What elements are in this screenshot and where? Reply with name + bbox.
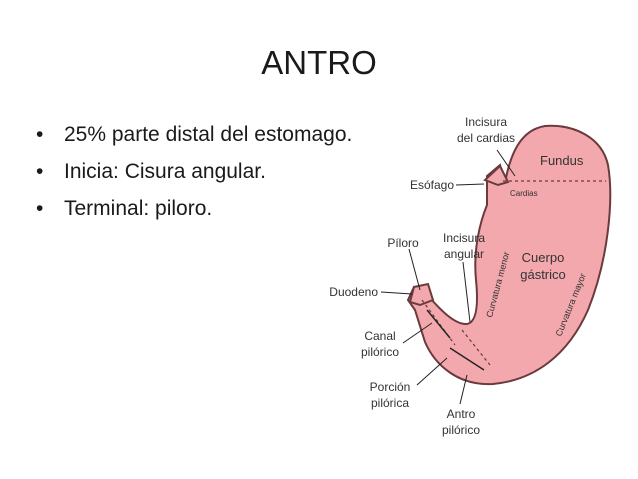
- leader-line: [496, 149, 516, 177]
- label-incisura-cardias: del cardias: [457, 131, 515, 145]
- leader-line: [380, 291, 413, 295]
- label-cuerpo: gástrico: [520, 267, 566, 282]
- bullet-text: 25% parte distal del estomago.: [64, 123, 353, 146]
- stomach-shape: [406, 124, 612, 386]
- label-cuerpo: Cuerpo: [522, 250, 565, 265]
- label-esofago: Esófago: [410, 178, 454, 192]
- bullet-item: • Inicia: Cisura angular.: [36, 155, 352, 189]
- bullet-dot: •: [36, 197, 44, 220]
- stomach-diagram: Incisura del cardias Fundus Esófago Card…: [329, 115, 612, 437]
- label-incisura-angular: angular: [444, 247, 484, 261]
- bullet-text: Inicia: Cisura angular.: [64, 160, 266, 183]
- label-antro-pilorico: pilórico: [442, 423, 480, 437]
- label-canal-pilorico: pilórico: [361, 345, 399, 359]
- leader-line: [416, 357, 448, 386]
- label-cardias: Cardias: [510, 189, 538, 198]
- bullet-dot: •: [36, 123, 44, 146]
- bullet-list: • 25% parte distal del estomago. • Inicia:…: [36, 118, 352, 229]
- leader-line: [455, 183, 485, 186]
- esophagus-shape: [483, 164, 510, 187]
- leader-line: [462, 261, 471, 323]
- bullet-text: Terminal: piloro.: [64, 197, 213, 220]
- bullet-dot: •: [36, 160, 44, 183]
- bullet-item: • 25% parte distal del estomago.: [36, 118, 352, 152]
- label-incisura-cardias: Incisura: [465, 115, 507, 129]
- leader-line: [408, 248, 421, 291]
- label-duodeno: Duodeno: [329, 285, 378, 299]
- leader-line: [402, 322, 433, 344]
- label-incisura-angular: Incisura: [443, 231, 485, 245]
- leader-line: [459, 374, 468, 405]
- label-fundus: Fundus: [540, 153, 584, 168]
- label-piloro: Píloro: [387, 236, 419, 250]
- slide-title: ANTRO: [261, 44, 377, 81]
- label-porcion-pilorica: Porción: [370, 380, 411, 394]
- label-canal-pilorico: Canal: [364, 329, 395, 343]
- arrow-line: [449, 347, 485, 371]
- label-antro-pilorico: Antro: [447, 407, 476, 421]
- arrow-line: [426, 309, 451, 339]
- pyloric-line: [461, 329, 491, 366]
- bullet-item: • Terminal: piloro.: [36, 192, 352, 226]
- duodenum-shape: [408, 282, 435, 307]
- label-porcion-pilorica: pilórica: [371, 396, 409, 410]
